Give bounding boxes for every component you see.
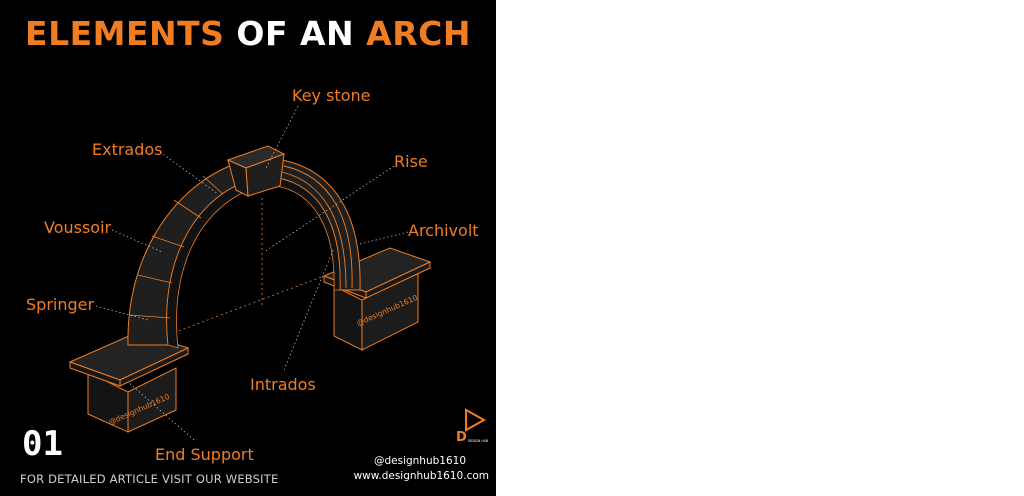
- page-number: 01: [22, 424, 63, 464]
- voussoir-joint-1: [129, 314, 171, 319]
- title-word-elements: ELEMENTS: [25, 14, 225, 53]
- label-voussoir: Voussoir: [44, 218, 112, 237]
- leader-voussoir: [111, 229, 163, 253]
- brand-logo-icon: D DESIGN HUB: [456, 408, 488, 445]
- svg-text:D: D: [456, 430, 467, 445]
- label-intrados: Intrados: [250, 375, 316, 394]
- voussoir-joint-2: [137, 274, 173, 284]
- social-handle: @designhub1610: [373, 455, 466, 467]
- label-end-support: End Support: [155, 445, 254, 464]
- arch-ring-right: [275, 159, 361, 291]
- label-springer: Springer: [26, 295, 95, 314]
- left-end-support: @designhub1610: [68, 331, 190, 433]
- archivolt-band-inner: [281, 171, 347, 289]
- voussoir-joint-4: [173, 199, 202, 219]
- title-word-arch: ARCH: [366, 14, 471, 53]
- voussoir-joint-3: [151, 235, 185, 248]
- poster-title: ELEMENTS OF AN ARCH: [0, 14, 496, 53]
- brand-logo-text: DESIGN HUB: [468, 439, 488, 443]
- label-extrados: Extrados: [92, 140, 163, 159]
- label-rise: Rise: [394, 152, 428, 171]
- voussoir-joint-5: [202, 175, 224, 195]
- poster: ELEMENTS OF AN ARCH @designhub1610 @desi…: [0, 0, 496, 496]
- leader-archivolt: [359, 231, 409, 245]
- blank-canvas-area: [496, 0, 1024, 496]
- leader-end-support: [127, 381, 195, 441]
- arch-ring-left: [127, 164, 249, 349]
- website-link[interactable]: www.designhub1610.com: [353, 470, 489, 482]
- label-archivolt: Archivolt: [408, 221, 479, 240]
- arch-diagram: @designhub1610 @designhub1610: [68, 105, 488, 445]
- leader-extrados: [159, 151, 219, 195]
- span-guide-line: [159, 269, 341, 339]
- leader-springer: [95, 305, 149, 321]
- key-stone: [226, 145, 286, 197]
- label-key-stone: Key stone: [292, 86, 371, 105]
- archivolt-band-outer: [283, 165, 353, 289]
- title-word-of-an: OF AN: [236, 14, 355, 53]
- leader-intrados: [283, 247, 335, 371]
- footer-text: FOR DETAILED ARTICLE VISIT OUR WEBSITE: [20, 472, 279, 486]
